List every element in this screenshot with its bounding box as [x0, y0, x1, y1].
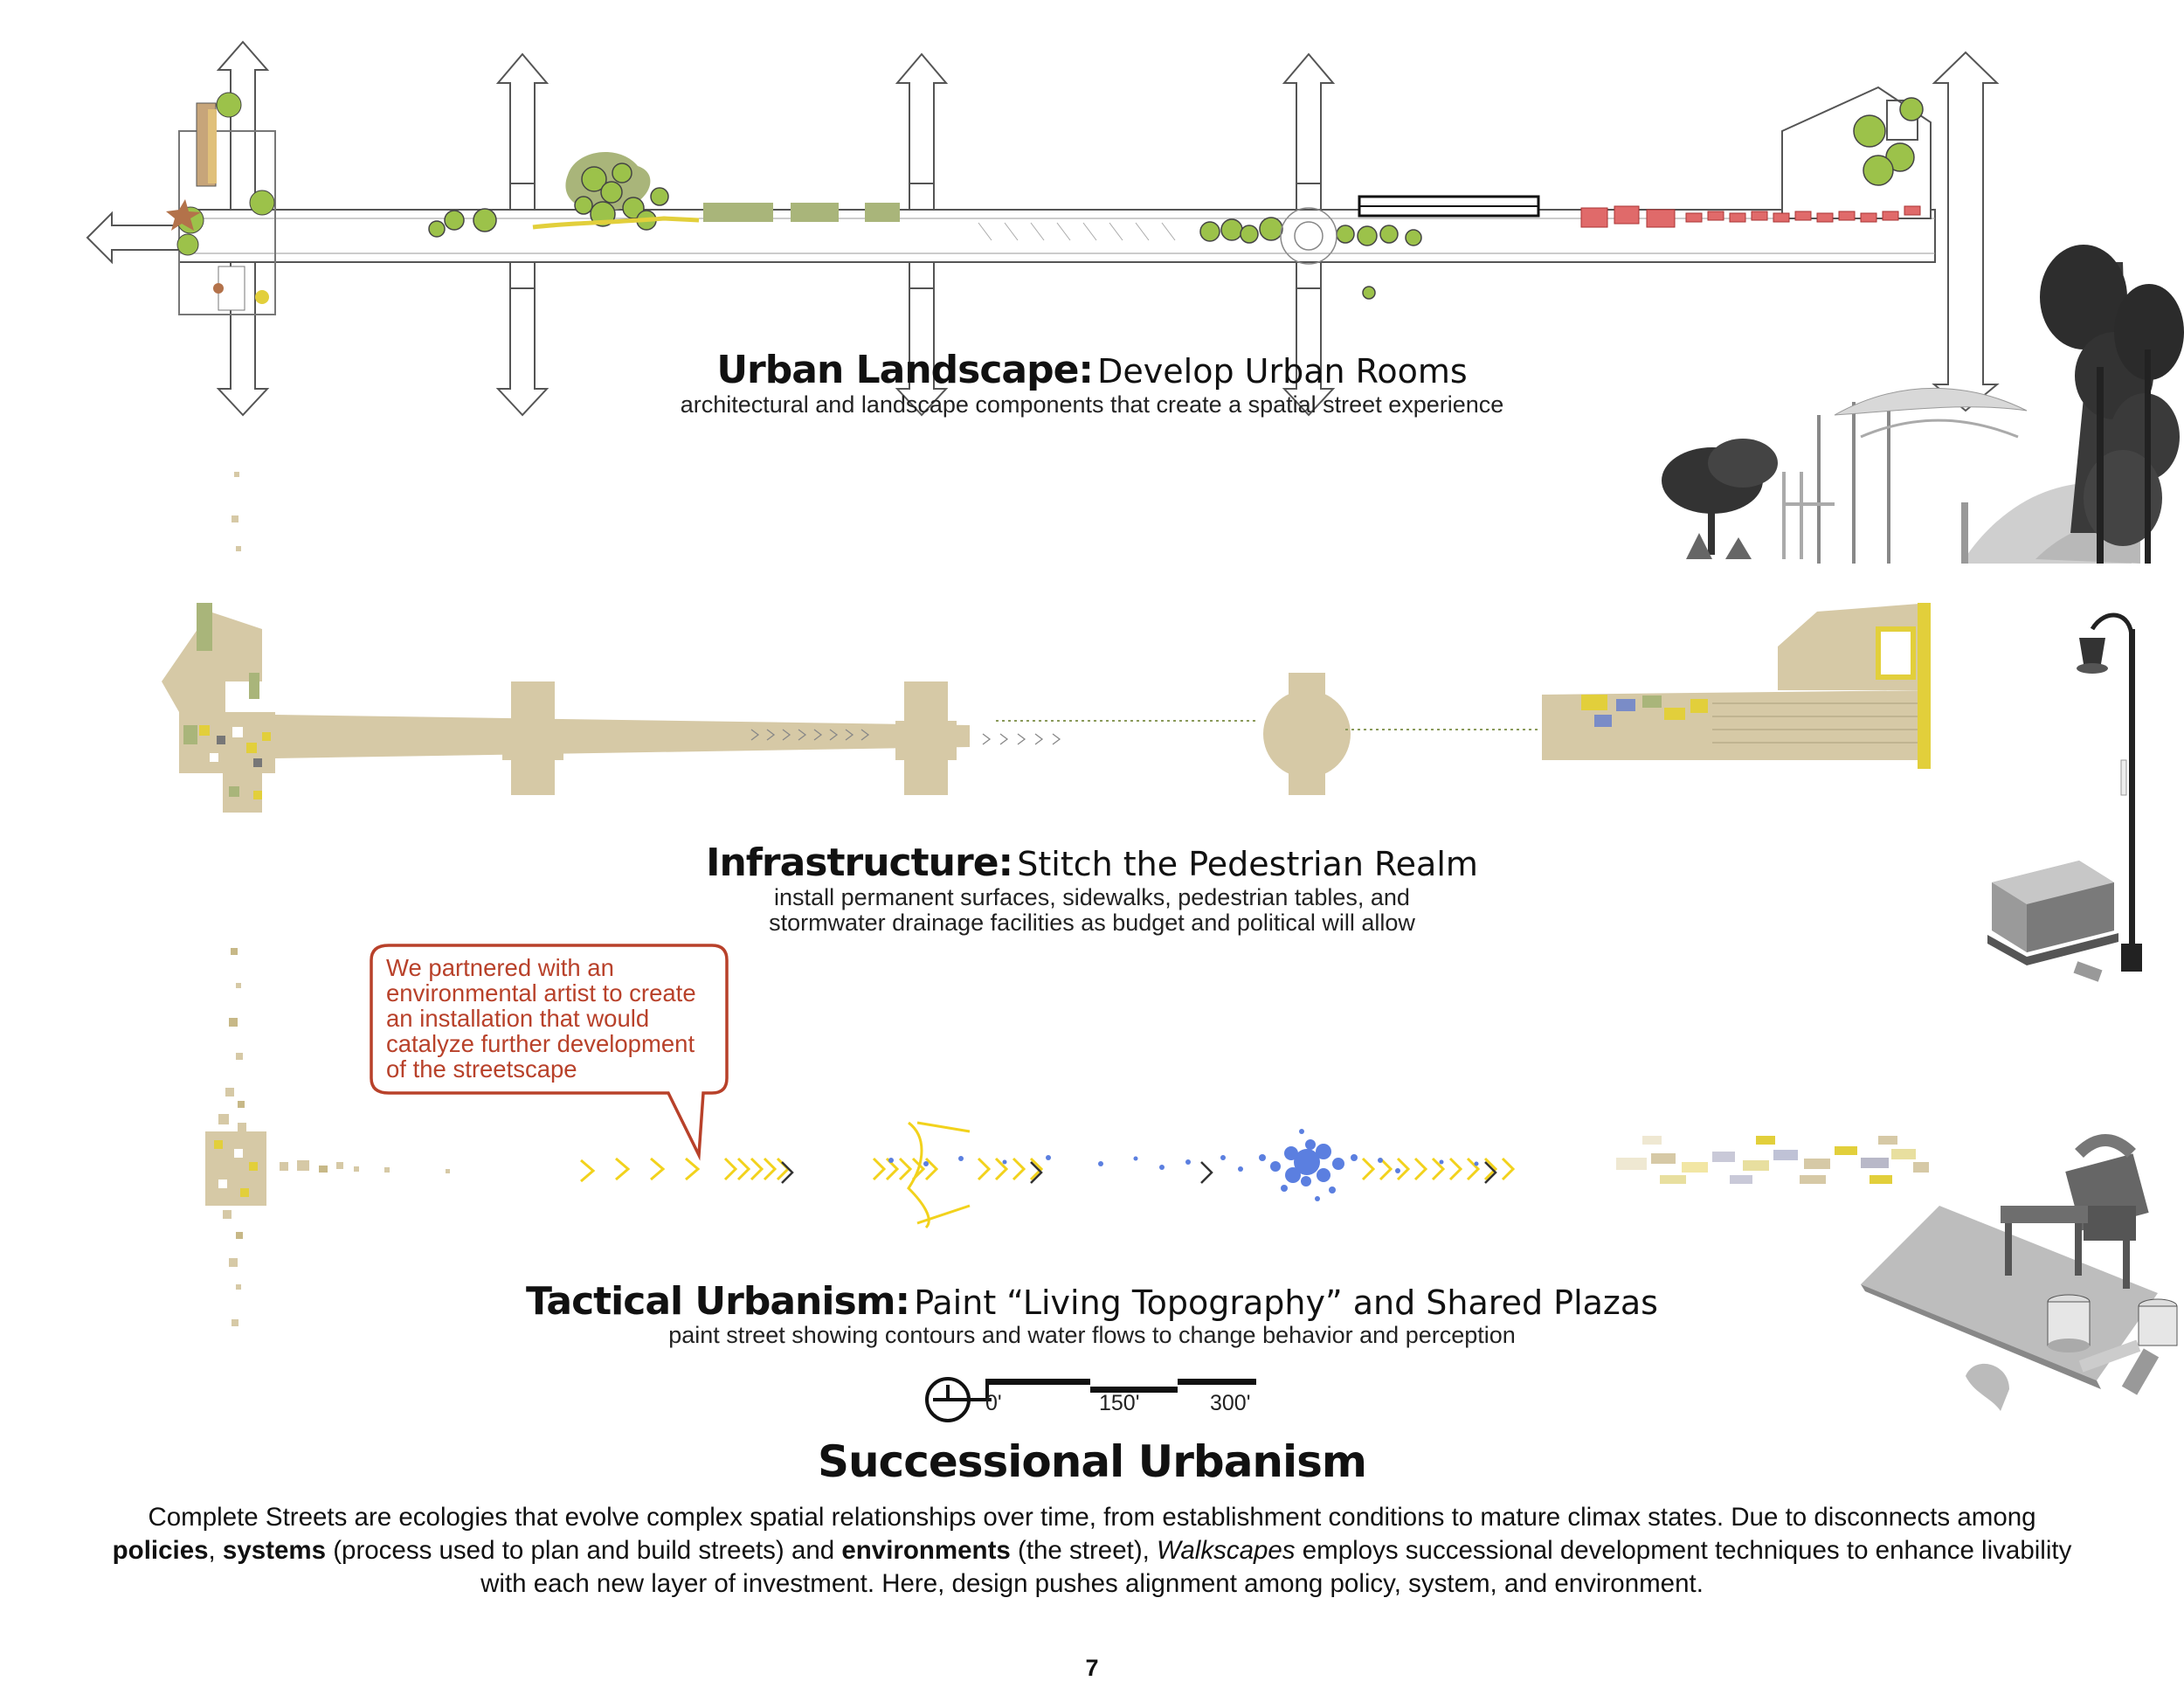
subtitle-line: paint street showing contours and water …: [668, 1322, 1516, 1348]
left-plaza-landscape: [166, 92, 275, 311]
body-italic-walkscapes: Walkscapes: [1157, 1536, 1296, 1565]
body-text-segment: (the street),: [1010, 1536, 1158, 1565]
planting-strip: [996, 720, 1538, 730]
living-topography-chevrons: [580, 1121, 1516, 1229]
tactical-urbanism-heading: Tactical Urbanism: Paint “Living Topogra…: [0, 1279, 2184, 1324]
tactical-street-squares: [280, 1160, 450, 1173]
paver-pallet-icon: [1987, 861, 2118, 982]
callout-line: catalyze further development: [386, 1030, 695, 1057]
red-seating: [1580, 205, 1921, 228]
scale-label-0: 0': [985, 1391, 1002, 1415]
body-bold-systems: systems: [222, 1536, 327, 1565]
heading-light: Develop Urban Rooms: [1097, 352, 1468, 391]
paving-rows: [1712, 702, 1918, 744]
scattered-squares-column: [218, 472, 246, 1326]
roundabout: [1280, 207, 1337, 265]
callout-line: environmental artist to create: [386, 979, 696, 1007]
subtitle-line: architectural and landscape components t…: [680, 391, 1504, 418]
water-flow-dots: [888, 1129, 1479, 1201]
tactical-urbanism-subtitle: paint street showing contours and water …: [0, 1323, 2184, 1348]
subtitle-line: stormwater drainage facilities as budget…: [769, 910, 1415, 936]
body-text-segment: employs successional development techniq…: [480, 1536, 2072, 1598]
dark-chevrons: [781, 1161, 1497, 1184]
body-paragraph: Complete Streets are ecologies that evol…: [105, 1501, 2079, 1601]
street-trees: [428, 97, 1924, 300]
heading-bold: Urban Landscape:: [716, 348, 1094, 392]
pavement-hatching: [978, 222, 1176, 241]
urban-landscape-subtitle: architectural and landscape components t…: [0, 392, 2184, 418]
olive-planters: [703, 203, 900, 222]
body-bold-environments: environments: [841, 1536, 1011, 1565]
urban-landscape-heading: Urban Landscape: Develop Urban Rooms: [0, 348, 2184, 392]
infrastructure-heading: Infrastructure: Stitch the Pedestrian Re…: [0, 841, 2184, 885]
callout-text: We partnered with an environmental artis…: [386, 955, 718, 1082]
tactical-plaza-mosaic: [214, 1140, 258, 1197]
tactical-blocks-right: [1616, 1136, 1929, 1184]
body-text-segment: Complete Streets are ecologies that evol…: [148, 1503, 2036, 1532]
olive-blocks-left: [183, 603, 259, 744]
page-number: 7: [1085, 1655, 1099, 1681]
paint-can-icons: [1966, 1294, 2178, 1411]
mosaic-squares-left: [199, 725, 271, 799]
heading-light: Stitch the Pedestrian Realm: [1017, 845, 1478, 883]
yellow-path: [532, 216, 700, 230]
body-bold-policies: policies: [112, 1536, 209, 1565]
scale-label-150: 150': [1099, 1391, 1140, 1415]
shade-structure: [1358, 195, 1540, 218]
cross-street-arrow-5: [1932, 51, 2000, 412]
callout-line: We partnered with an: [386, 954, 614, 981]
callout-line: of the streetscape: [386, 1055, 577, 1083]
scale-label-300: 300': [1210, 1391, 1251, 1415]
heading-bold: Tactical Urbanism:: [526, 1279, 910, 1324]
page-title: Successional Urbanism: [817, 1436, 1367, 1487]
plaza-paving-right: [1581, 603, 1931, 769]
landscape-vignette-icon: [1662, 245, 2184, 564]
heading-bold: Infrastructure:: [706, 841, 1013, 885]
infra-hatching: [750, 729, 1061, 745]
body-text-segment: (process used to plan and build streets)…: [326, 1536, 842, 1565]
callout-line: an installation that would: [386, 1005, 650, 1032]
heading-light: Paint “Living Topography” and Shared Pla…: [914, 1283, 1658, 1322]
subtitle-line: install permanent surfaces, sidewalks, p…: [774, 884, 1410, 910]
body-text-segment: ,: [208, 1536, 223, 1565]
infrastructure-subtitle: install permanent surfaces, sidewalks, p…: [0, 885, 2184, 936]
lamp-post-icon: [2077, 612, 2142, 972]
